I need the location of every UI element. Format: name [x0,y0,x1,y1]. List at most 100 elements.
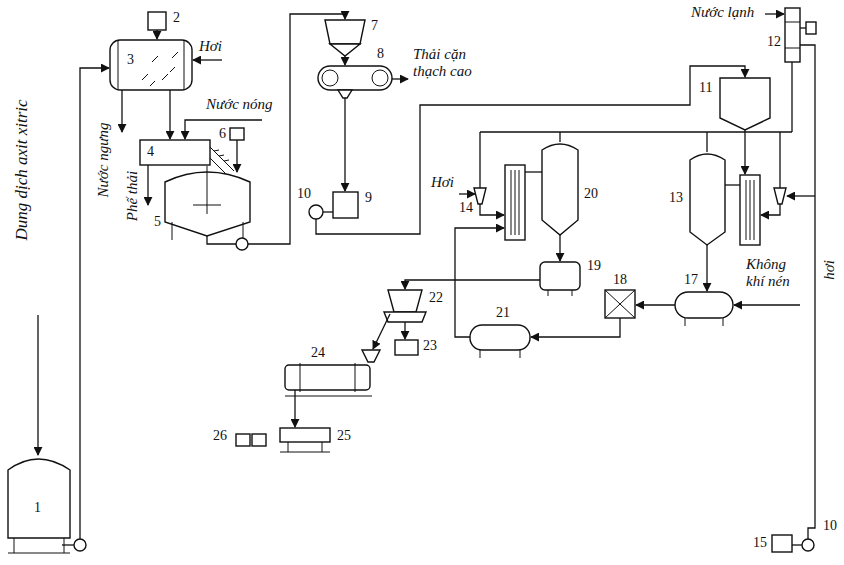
pipe-line [459,193,475,194]
callout-number: 12 [766,34,782,50]
centrifuge-7 [325,20,365,44]
receiver-21 [480,350,520,358]
crystallizer-19 [548,290,572,296]
centrifuge-22 [388,290,422,312]
crystallizer-19 [540,262,580,296]
pipe-line [744,130,745,174]
box-6 [230,128,244,140]
callout-number: 7 [370,18,379,34]
pipe-line [193,59,222,60]
tank-5 [165,166,250,240]
pipe-line [207,236,236,244]
receiver-9 [333,192,358,218]
pipe-line [169,90,170,139]
evaporator-20 [542,144,578,235]
callout-number: 24 [310,345,326,361]
tank-15 [772,535,792,552]
evaporator-13 [690,154,760,245]
belt-filter-8 [338,90,352,98]
box-6 [230,128,244,140]
stream-label: Nước nóng [205,96,274,113]
collector-23 [395,340,418,355]
centrifuge-22 [384,290,426,322]
receiver-21 [470,325,530,358]
pipe-line [800,27,806,28]
pipe-line [706,245,707,291]
storage-tank-11 [720,78,770,130]
pump-symbol [236,238,248,250]
tank-1 [8,459,70,538]
pipe-line [373,314,390,349]
tank-1 [8,459,70,553]
packer-25 [280,428,330,442]
condenser-12 [806,22,816,34]
pipe-line [344,56,345,65]
pipe-line [316,66,745,234]
callout-number: 15 [752,535,768,551]
filter-18 [605,290,635,318]
dryer-24 [362,350,380,362]
callout-number: 4 [146,144,155,160]
crystallizer-19 [540,262,580,290]
centrifuge-7 [330,44,360,56]
dryer-24 [285,350,380,396]
pipe-line [147,165,148,205]
dryer-24 [285,363,372,396]
ejector-symbol [774,188,786,204]
pipe-line [121,90,122,132]
callout-number: 5 [153,214,162,230]
storage-tank-11 [720,78,770,130]
pipe-line [248,14,345,244]
pipe-line [404,322,405,339]
callout-number: 18 [612,272,628,288]
tank-1 [8,538,70,553]
callout-number: 14 [458,200,474,216]
condenser-12 [785,22,800,48]
pipe-line [725,184,740,185]
receiver-17 [675,292,733,326]
pipe-line [765,13,784,14]
pipe-line [62,544,74,545]
belt-filter-8 [322,70,338,86]
callout-number: 13 [668,190,684,206]
pipe-line [236,140,237,172]
pump-symbol [802,539,814,551]
condenser-12 [785,8,800,62]
callout-number: 25 [336,428,352,444]
pipe-line [480,204,504,215]
belt-filter-8 [318,66,392,90]
callout-number: 10 [822,518,838,534]
collector-23 [395,340,418,355]
callout-number: 23 [422,338,438,354]
trough-4 [140,140,210,165]
receiver-21 [470,325,530,350]
stream-label: Phế thải [124,170,141,222]
pipe-line [525,171,542,172]
callout-number: 6 [218,126,227,142]
drum-3 [118,40,184,90]
pipe-line [156,30,157,39]
boxes-26 [236,434,266,446]
centrifuge-7 [325,20,365,56]
ejector-symbol [474,188,486,204]
callout-number: 3 [126,52,135,68]
stream-label: Hơi [430,174,455,191]
drum-3 [110,40,192,90]
callout-number: 8 [376,46,385,62]
trough-4 [140,140,234,176]
filter-18 [605,290,635,318]
stream-label: Dung dịch axit xitric [12,98,32,241]
evaporator-13 [690,154,725,245]
receiver-9 [333,192,358,218]
evaporator-20 [511,170,519,235]
callout-number: 10 [296,186,312,202]
filter-18 [605,290,635,318]
tank-15 [772,535,792,552]
pump-symbol [309,205,323,219]
callout-number: 2 [172,10,181,26]
receiver-17 [675,292,733,318]
callout-number: 9 [364,190,373,206]
pipe-line [405,280,540,289]
